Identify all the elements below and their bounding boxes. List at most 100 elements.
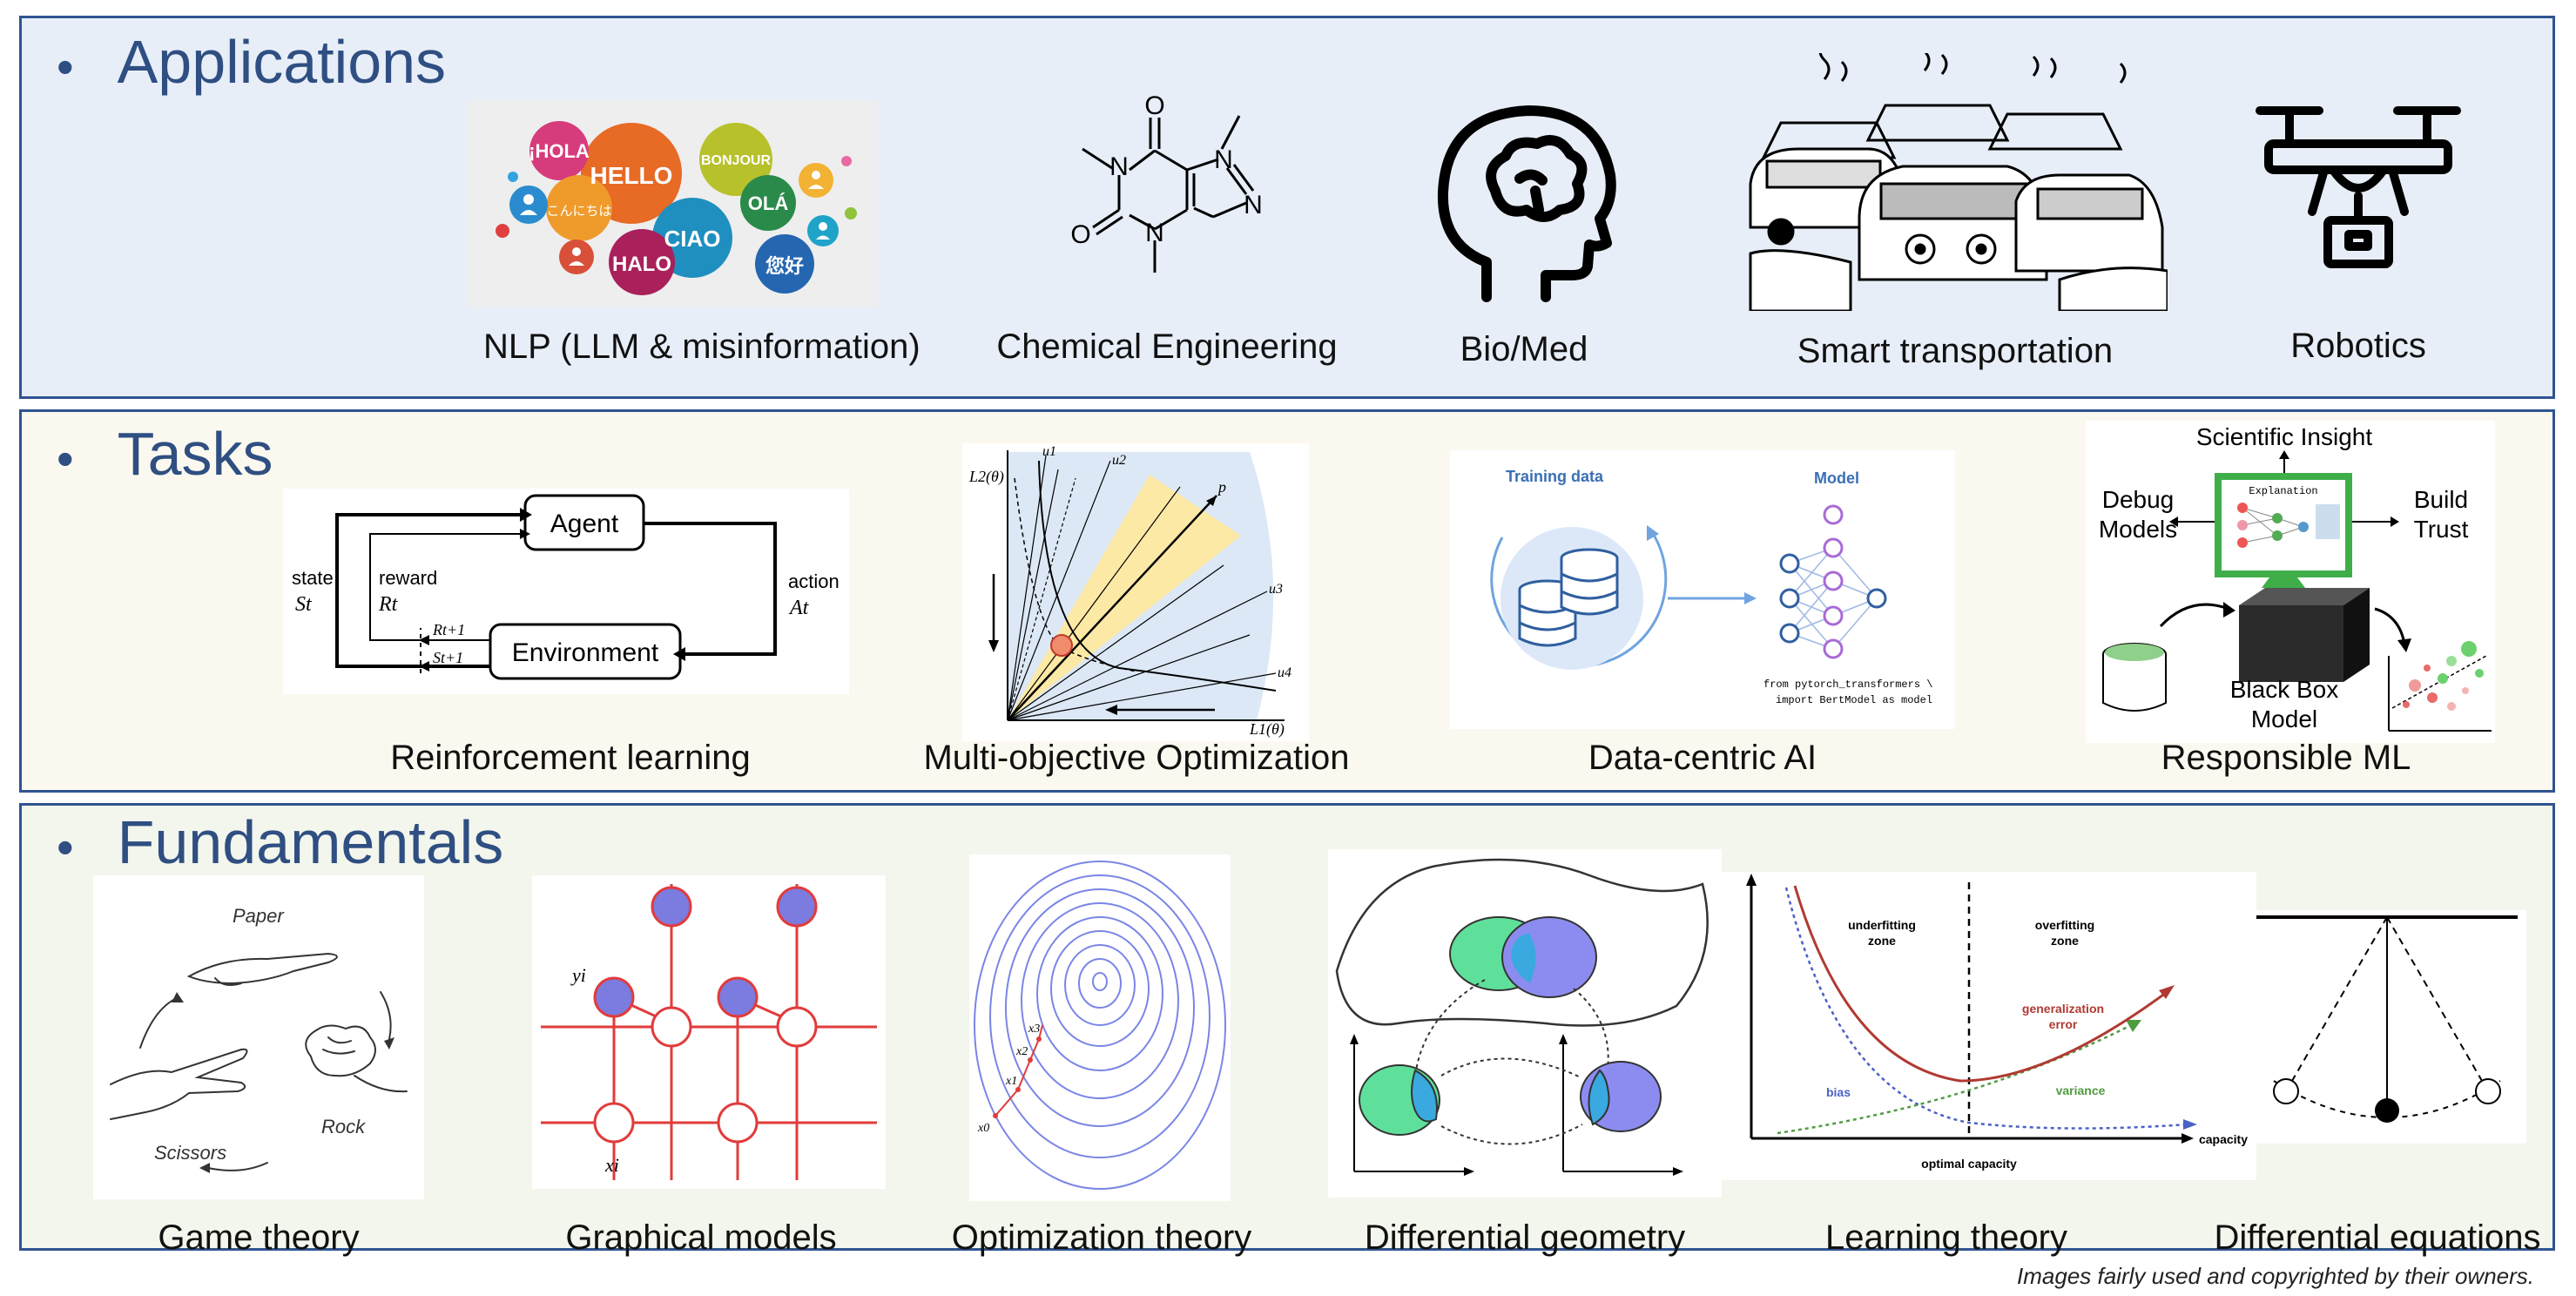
action-symbol: At — [788, 597, 810, 619]
black-box-model-label: Model — [2251, 705, 2317, 732]
pendulum-diagram — [2248, 910, 2526, 1144]
caption-differential-equations: Differential equations — [2214, 1218, 2541, 1257]
person-icon — [520, 194, 537, 215]
underfitting-label: underfitting — [1848, 918, 1916, 932]
caption-optimization-theory: Optimization theory — [951, 1218, 1252, 1257]
brain-head-icon — [1437, 105, 1616, 302]
caption-differential-geometry: Differential geometry — [1364, 1218, 1686, 1257]
paper-label: Paper — [233, 905, 285, 927]
nlp-word: HALO — [612, 253, 671, 276]
atom-label: N — [1145, 219, 1164, 247]
black-box-label: Black Box — [2230, 676, 2339, 703]
scissors-label: Scissors — [154, 1142, 226, 1164]
overfitting-zone-label: zone — [2051, 934, 2079, 948]
fundamentals-panel: •Fundamentals Paper Scissors Rock Game t… — [19, 803, 2555, 1257]
y-axis-label: L2(θ) — [968, 468, 1004, 486]
nlp-word: BONJOUR — [701, 153, 771, 168]
person-icon — [569, 247, 584, 266]
state-label: state — [292, 567, 334, 589]
variance-label: variance — [2056, 1083, 2106, 1097]
learning-theory-plot: underfitting zone overfitting zone gener… — [1716, 872, 2256, 1180]
bias-label: bias — [1826, 1085, 1851, 1099]
generalization-error-label: error — [2049, 1017, 2078, 1031]
x3-label: x3 — [1028, 1023, 1040, 1036]
u1-label: u1 — [1042, 444, 1056, 459]
explanation-label: Explanation — [2249, 485, 2317, 497]
scatter-points — [2403, 641, 2484, 711]
nlp-word: ¡HOLA — [529, 140, 590, 162]
caption-chemical-engineering: Chemical Engineering — [996, 327, 1338, 366]
bullet-icon: • — [57, 39, 74, 95]
p-label: p — [1217, 478, 1226, 496]
debug-label: Debug — [2102, 486, 2175, 513]
atom-label: O — [1070, 220, 1090, 249]
code-line: from pytorch_transformers \ — [1763, 678, 1932, 691]
x-node-label: xi — [604, 1154, 619, 1176]
atom-label: N — [1109, 152, 1129, 181]
nlp-word: OLÁ — [748, 192, 789, 214]
applications-title: •Applications — [57, 28, 447, 96]
differential-geometry-diagram — [1328, 849, 1722, 1198]
optimal-capacity-label: optimal capacity — [1921, 1157, 2017, 1171]
reward-next-symbol: Rt+1 — [432, 621, 465, 638]
state-symbol: St — [295, 593, 313, 616]
build-label: Build — [2414, 486, 2468, 513]
reinforcement-learning-diagram: Agent Environment state St reward Rt act… — [283, 489, 849, 694]
u2-label: u2 — [1112, 453, 1126, 468]
responsible-ml-diagram: Scientific Insight Debug Models Build Tr… — [2086, 421, 2495, 743]
rock-label: Rock — [321, 1116, 366, 1137]
traffic-jam-icon — [1749, 53, 2168, 311]
caption-smart-transportation: Smart transportation — [1797, 332, 2114, 370]
u3-label: u3 — [1269, 582, 1283, 597]
reward-label: reward — [379, 567, 437, 589]
models-label: Models — [2099, 516, 2177, 543]
atom-label: O — [1144, 91, 1164, 120]
person-icon — [816, 222, 830, 240]
action-label: action — [788, 570, 840, 592]
caption-responsible-ml: Responsible ML — [2161, 739, 2411, 777]
capacity-label: capacity — [2199, 1132, 2248, 1146]
tasks-panel: •Tasks Agent Environment state St reward… — [19, 409, 2555, 793]
code-line: import BertModel as model — [1776, 694, 1932, 706]
agent-label: Agent — [550, 510, 619, 538]
nlp-word: こんにちは — [546, 204, 611, 219]
y-node-label: yi — [570, 964, 586, 986]
trust-label: Trust — [2414, 516, 2469, 543]
caption-bio-med: Bio/Med — [1460, 330, 1588, 368]
person-icon — [808, 171, 824, 189]
game-theory-sketch: Paper Scissors Rock — [93, 875, 424, 1199]
bullet-icon: • — [57, 431, 74, 487]
nlp-word: CIAO — [664, 226, 721, 252]
model-label: Model — [1814, 469, 1859, 487]
caption-multi-objective-optimization: Multi-objective Optimization — [923, 739, 1350, 777]
atom-label: N — [1244, 191, 1263, 219]
underfitting-zone-label: zone — [1868, 934, 1896, 948]
nlp-word: HELLO — [590, 162, 673, 189]
overfitting-label: overfitting — [2035, 918, 2094, 932]
data-centric-ai-diagram: Training data Model from pytorch_transf — [1450, 450, 1955, 729]
nlp-word-cloud: ¡HOLA HELLO BONJOUR OLÁ こんにちは CIAO HALO … — [468, 100, 877, 307]
caption-game-theory: Game theory — [158, 1218, 360, 1257]
applications-panel: •Applications ¡HOLA HELLO BONJOUR OLÁ こん… — [19, 16, 2555, 399]
image-credit-note: Images fairly used and copyrighted by th… — [2017, 1263, 2534, 1289]
drone-icon — [2256, 106, 2461, 268]
generalization-label: generalization — [2022, 1002, 2104, 1016]
optimization-contour-plot: x0 x1 x2 x3 — [969, 854, 1231, 1201]
nlp-word: 您好 — [765, 255, 804, 277]
caption-data-centric-ai: Data-centric AI — [1588, 739, 1817, 777]
x1-label: x1 — [1005, 1075, 1017, 1088]
environment-label: Environment — [512, 638, 659, 667]
caption-graphical-models: Graphical models — [565, 1218, 837, 1257]
caption-nlp: NLP (LLM & misinformation) — [483, 327, 920, 366]
tasks-title: •Tasks — [57, 420, 273, 488]
fundamentals-title: •Fundamentals — [57, 808, 504, 876]
multi-objective-plot: L2(θ) L1(θ) u1 u2 u3 u4 p — [962, 443, 1309, 741]
u4-label: u4 — [1278, 665, 1291, 680]
caffeine-molecule-icon: O N N O N N — [1070, 91, 1263, 273]
training-data-label: Training data — [1506, 468, 1604, 485]
bullet-icon: • — [57, 820, 74, 875]
caption-robotics: Robotics — [2290, 327, 2426, 365]
state-next-symbol: St+1 — [433, 649, 463, 666]
atom-label: N — [1214, 145, 1233, 174]
x0-label: x0 — [977, 1122, 989, 1135]
